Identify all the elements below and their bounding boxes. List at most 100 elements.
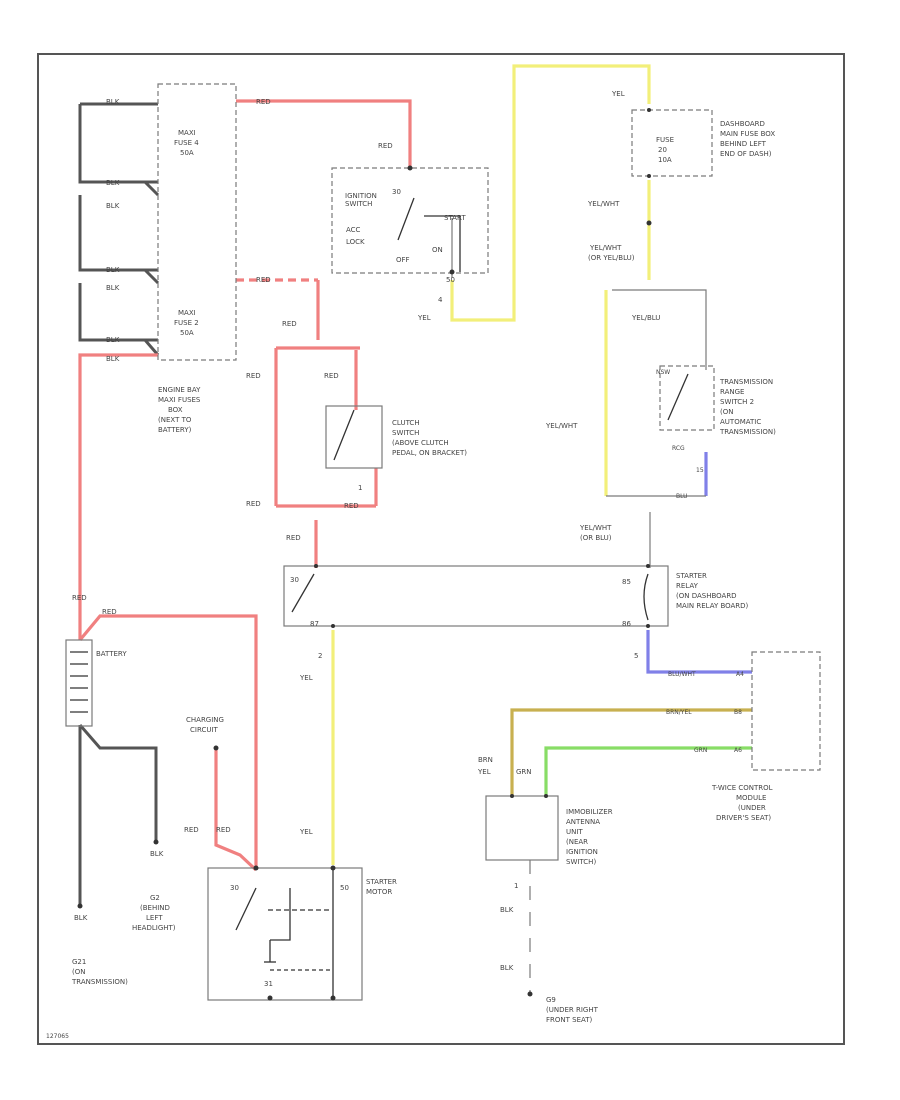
wire-black-fuse2-end	[80, 338, 160, 356]
svg-text:HEADLIGHT): HEADLIGHT)	[132, 924, 176, 932]
svg-text:G2: G2	[150, 894, 160, 902]
wire-black-loop-1	[80, 180, 160, 197]
svg-text:SWITCH 2: SWITCH 2	[720, 398, 754, 406]
svg-text:YEL/WHT: YEL/WHT	[589, 244, 622, 252]
svg-text:RED: RED	[256, 276, 271, 284]
svg-text:RED: RED	[256, 98, 271, 106]
svg-text:5: 5	[634, 652, 638, 660]
svg-text:AUTOMATIC: AUTOMATIC	[720, 418, 761, 426]
wire-red-fuse4-ign	[236, 99, 412, 168]
svg-text:BLK: BLK	[106, 179, 120, 187]
svg-text:85: 85	[622, 578, 631, 586]
svg-text:ANTENNA: ANTENNA	[566, 818, 600, 826]
svg-text:ON: ON	[432, 246, 443, 254]
svg-text:BLK: BLK	[106, 355, 120, 363]
svg-text:CIRCUIT: CIRCUIT	[190, 726, 219, 734]
svg-text:FUSE: FUSE	[656, 136, 674, 144]
starter-relay: 30 85 87 86 2 5 STARTER RELAY (ON DASHBO…	[283, 564, 749, 660]
svg-text:YEL/WHT: YEL/WHT	[587, 200, 620, 208]
engine-bay-fuse-box: MAXI FUSE 4 50A MAXI FUSE 2 50A	[157, 83, 237, 361]
fuse4-label-2: FUSE 4	[174, 139, 199, 147]
svg-text:BLK: BLK	[150, 850, 164, 858]
fuse4-label-1: MAXI	[178, 129, 196, 137]
fuse2-label-3: 50A	[180, 329, 194, 337]
wire-blue-tcm	[646, 630, 752, 674]
diagram-code: 127065	[46, 1033, 69, 1040]
svg-text:(OR YEL/BLU): (OR YEL/BLU)	[588, 254, 635, 262]
svg-text:A6: A6	[734, 747, 742, 754]
fuse2-label-2: FUSE 2	[174, 319, 199, 327]
svg-text:YEL: YEL	[299, 828, 313, 836]
wire-black-battery-g2	[78, 724, 158, 840]
starter-motor: 30 50 31 STARTER MOTOR	[207, 865, 397, 1001]
svg-text:FRONT SEAT): FRONT SEAT)	[546, 1016, 593, 1024]
svg-text:50: 50	[340, 884, 349, 892]
svg-text:TRANSMISSION: TRANSMISSION	[719, 378, 773, 386]
svg-text:87: 87	[310, 620, 319, 628]
svg-text:RED: RED	[72, 594, 87, 602]
svg-text:YEL/WHT: YEL/WHT	[579, 524, 612, 532]
svg-text:RED: RED	[324, 372, 339, 380]
svg-text:BLK: BLK	[106, 98, 120, 106]
fuse2-label-1: MAXI	[178, 309, 196, 317]
wire-yellow-ign-fuse	[450, 64, 651, 322]
svg-text:(ON DASHBOARD: (ON DASHBOARD	[676, 592, 737, 600]
svg-text:STARTER: STARTER	[366, 878, 397, 886]
svg-text:IGNITION: IGNITION	[566, 848, 598, 856]
svg-text:OFF: OFF	[396, 256, 410, 264]
svg-text:BRN: BRN	[478, 756, 493, 764]
svg-text:YEL/WHT: YEL/WHT	[545, 422, 578, 430]
svg-text:1: 1	[358, 484, 362, 492]
svg-text:YEL/BLU: YEL/BLU	[631, 314, 660, 322]
svg-text:20: 20	[658, 146, 667, 154]
svg-text:CLUTCH: CLUTCH	[392, 419, 420, 427]
svg-text:RED: RED	[184, 826, 199, 834]
svg-text:BLK: BLK	[74, 914, 88, 922]
svg-text:BLK: BLK	[500, 964, 514, 972]
svg-text:RED: RED	[286, 534, 301, 542]
svg-text:1: 1	[514, 882, 518, 890]
svg-text:BRN/YEL: BRN/YEL	[666, 709, 692, 716]
svg-text:(ON: (ON	[720, 408, 733, 416]
ignition-switch: IGNITION SWITCH 30 ACC LOCK OFF ON START…	[331, 165, 489, 304]
svg-text:GRN: GRN	[516, 768, 532, 776]
dashboard-fuse: FUSE 20 10A DASHBOARD MAIN FUSE BOX BEHI…	[631, 108, 775, 226]
fuse4-label-3: 50A	[180, 149, 194, 157]
svg-text:LOCK: LOCK	[346, 238, 365, 246]
svg-text:(ABOVE CLUTCH: (ABOVE CLUTCH	[392, 439, 449, 447]
svg-text:BLK: BLK	[106, 284, 120, 292]
svg-text:(BEHIND: (BEHIND	[140, 904, 170, 912]
svg-text:DASHBOARD: DASHBOARD	[720, 120, 765, 128]
twice-control-module: A4 B8 A6 T-WICE CONTROL MODULE (UNDER DR…	[711, 651, 821, 822]
svg-text:BATTERY: BATTERY	[96, 650, 127, 658]
svg-text:ENGINE BAY: ENGINE BAY	[158, 386, 201, 394]
svg-text:(ON: (ON	[72, 968, 85, 976]
ground-g9: G9 (UNDER RIGHT FRONT SEAT)	[527, 991, 599, 1024]
svg-text:ACC: ACC	[346, 226, 361, 234]
svg-text:(OR BLU): (OR BLU)	[580, 534, 612, 542]
svg-text:RCG: RCG	[672, 445, 685, 452]
svg-text:BLU: BLU	[676, 493, 688, 500]
svg-text:MODULE: MODULE	[736, 794, 766, 802]
svg-text:SWITCH: SWITCH	[345, 200, 372, 208]
svg-text:RED: RED	[246, 372, 261, 380]
svg-text:(UNDER RIGHT: (UNDER RIGHT	[546, 1006, 599, 1014]
svg-text:YEL: YEL	[299, 674, 313, 682]
svg-text:STARTER: STARTER	[676, 572, 707, 580]
svg-text:CHARGING: CHARGING	[186, 716, 224, 724]
svg-text:(NEXT TO: (NEXT TO	[158, 416, 192, 424]
svg-text:IMMOBILIZER: IMMOBILIZER	[566, 808, 613, 816]
svg-text:MAIN FUSE BOX: MAIN FUSE BOX	[720, 130, 775, 138]
svg-text:MAXI FUSES: MAXI FUSES	[158, 396, 201, 404]
svg-text:B8: B8	[734, 709, 742, 716]
svg-text:G9: G9	[546, 996, 556, 1004]
svg-text:TRANSMISSION): TRANSMISSION)	[719, 428, 776, 436]
svg-text:BLK: BLK	[106, 336, 120, 344]
svg-text:31: 31	[264, 980, 273, 988]
svg-text:RED: RED	[216, 826, 231, 834]
svg-text:MOTOR: MOTOR	[366, 888, 392, 896]
wire-red-charging	[214, 750, 258, 872]
svg-text:LEFT: LEFT	[146, 914, 163, 922]
svg-text:GRN: GRN	[694, 747, 707, 754]
